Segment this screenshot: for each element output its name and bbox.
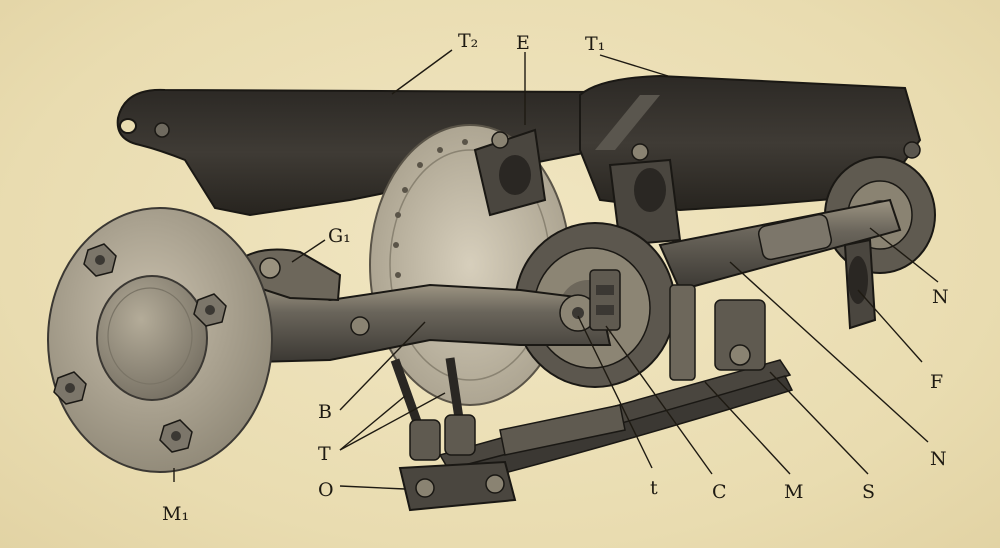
label-t2: T₂ [458,30,478,52]
label-m: M [784,481,803,503]
label-c: C [712,481,727,503]
part-labels: T₂ E T₁ G₁ N F N B T O t C M S M₁ [162,30,949,525]
pivot-bracket [473,128,547,217]
cross-tube [658,198,902,292]
pivot-housing [608,143,682,247]
universal-joint-g1 [240,248,342,302]
clamp-c [589,269,621,331]
label-small-t: t [650,477,658,499]
label-t: T [318,443,331,465]
label-f: F [930,371,943,393]
shock-absorbers [390,357,517,512]
label-b: B [318,401,332,423]
label-e: E [516,32,530,54]
label-t1: T₁ [585,33,605,55]
bracket-f [843,238,877,330]
label-s: S [862,481,875,503]
label-n-upper: N [932,286,949,308]
label-n-lower: N [930,448,947,470]
axle-tube [254,283,612,364]
label-o: O [318,479,334,501]
label-m1: M₁ [162,503,189,525]
leader-lines [173,49,939,490]
valve-s [669,284,766,381]
leaf-spring [438,359,794,487]
upper-arm-t2 [116,88,602,217]
label-g1: G₁ [328,225,351,247]
wheel-flange-m1 [47,207,273,473]
